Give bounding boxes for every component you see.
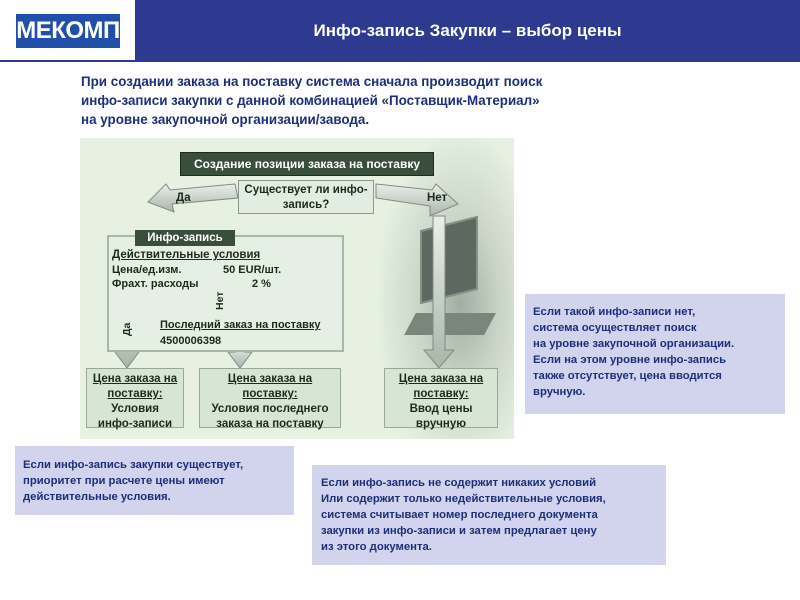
note-info-record-exists: Если инфо-запись закупки существует, при… (15, 446, 294, 515)
net-vertical-label: Нет (214, 291, 226, 310)
freight-value: 2 % (252, 278, 271, 290)
note-line: из этого документа. (321, 541, 432, 553)
outcome-line: Цена заказа на (398, 373, 484, 385)
outcome-line: заказа на поставку (216, 418, 324, 430)
outcome-manual-price: Цена заказа на поставку: Ввод цены вручн… (384, 368, 498, 430)
outcome-line: поставку: (107, 388, 163, 400)
no-arrow (375, 183, 459, 217)
header: МЕКОМП Инфо-запись Закупки – выбор цены (0, 0, 800, 62)
outcome-line: Цена заказа на (227, 373, 313, 385)
yes-label: Да (176, 192, 191, 204)
note-line: Или содержит только недействительные усл… (321, 493, 606, 505)
logo-mark: МЕКОМП (16, 14, 120, 48)
last-order-label: Последний заказ на поставку (160, 319, 321, 331)
question-line: Существует ли инфо- (244, 184, 368, 196)
note-line: на уровне закупочной организации. (533, 338, 735, 350)
note-line: Если инфо-запись закупки существует, (23, 459, 244, 471)
note-line: действительные условия. (23, 491, 171, 503)
create-po-item-box: Создание позиции заказа на поставку (180, 152, 434, 176)
price-value: 50 EUR/шт. (223, 264, 282, 276)
intro-line: При создании заказа на поставку система … (81, 74, 543, 89)
last-order-number: 4500006398 (160, 335, 222, 347)
intro-line: инфо-записи закупки с данной комбинацией… (81, 93, 540, 108)
logo-text: МЕКОМП (16, 17, 120, 44)
diagram-panel: Создание позиции заказа на поставку Суще… (80, 138, 514, 439)
page-title: Инфо-запись Закупки – выбор цены (313, 21, 622, 40)
note-no-info-record: Если такой инфо-записи нет, система осущ… (525, 294, 785, 414)
note-line: приоритет при расчете цены имеют (23, 475, 225, 487)
outcome-line: поставку: (413, 388, 469, 400)
outcome-line: Условия последнего (211, 403, 329, 415)
title-bar: Инфо-запись Закупки – выбор цены (135, 0, 800, 60)
question-box: Существует ли инфо- запись? (238, 180, 374, 214)
note-line: система осуществляет поиск (533, 322, 697, 334)
outcome-line: вручную (415, 418, 467, 430)
logo: МЕКОМП (2, 2, 132, 58)
outcome-line: Условия (111, 403, 159, 415)
intro-text: При создании заказа на поставку система … (81, 72, 641, 129)
note-line: вручную. (533, 386, 586, 398)
note-line: Если на этом уровне инфо-запись (533, 354, 727, 366)
info-record-tab: Инфо-запись (135, 230, 235, 246)
yes-arrow (147, 183, 239, 213)
outcome-info-record-conditions: Цена заказа на поставку: Условия инфо-за… (86, 368, 184, 430)
note-line: Если такой инфо-записи нет, (533, 306, 696, 318)
outcome-line: Ввод цены (409, 403, 473, 415)
price-label: Цена/ед.изм. (112, 264, 182, 276)
outcome-last-order-conditions: Цена заказа на поставку: Условия последн… (199, 368, 341, 430)
info-record-box (107, 235, 344, 352)
freight-label: Фрахт. расходы (112, 278, 199, 290)
right-down-arrow (422, 215, 456, 369)
intro-line: на уровне закупочной организации/завода. (81, 112, 370, 127)
da-vertical-label: Да (121, 322, 133, 336)
note-line: также отсутствует, цена вводится (533, 370, 722, 382)
valid-conditions-heading: Действительные условия (112, 249, 261, 261)
note-line: закупки из инфо-записи и затем предлагае… (321, 525, 597, 537)
no-label: Нет (427, 192, 448, 204)
question-line: запись? (282, 199, 330, 211)
note-line: Если инфо-запись не содержит никаких усл… (321, 477, 597, 489)
outcome-line: поставку: (242, 388, 298, 400)
outcome-line: Цена заказа на (92, 373, 178, 385)
note-line: система считывает номер последнего докум… (321, 509, 598, 521)
header-divider (0, 60, 800, 62)
outcome-line: инфо-записи (97, 418, 173, 430)
note-no-conditions: Если инфо-запись не содержит никаких усл… (312, 465, 666, 565)
